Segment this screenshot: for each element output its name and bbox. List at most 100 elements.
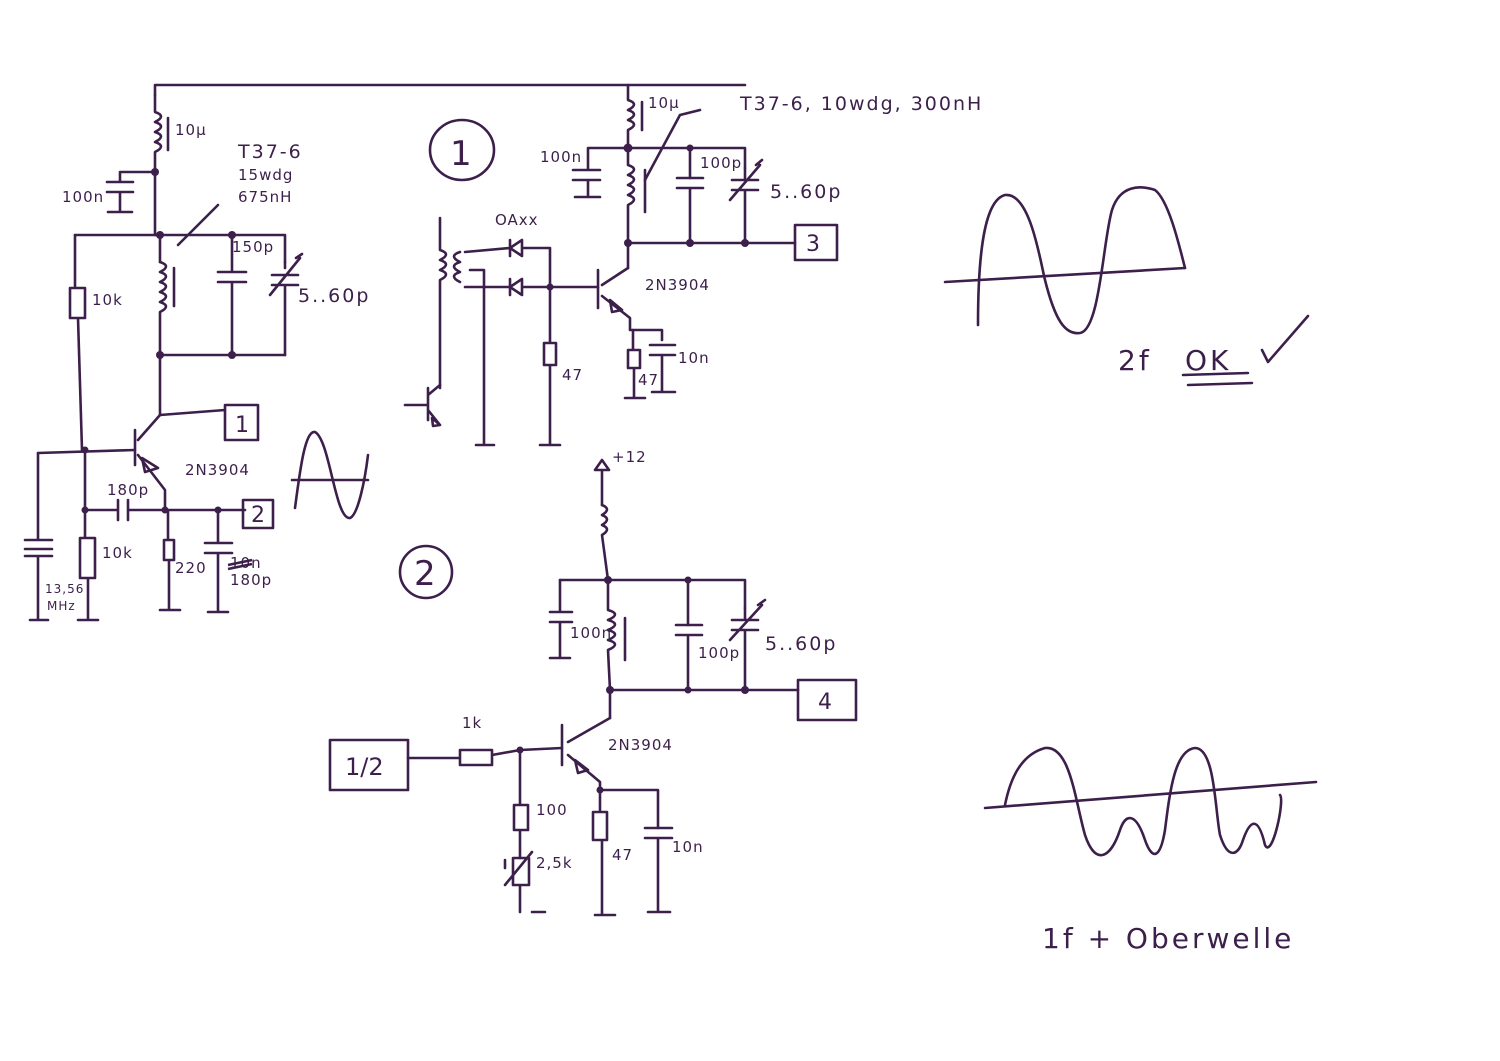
stage3-emitter-res	[591, 788, 617, 917]
out2-box	[241, 498, 275, 530]
stage1-bias-res	[68, 233, 87, 452]
stage3-pot	[503, 850, 547, 914]
stage1-tank-bottom	[158, 353, 287, 417]
stage3-supply-arrow	[593, 458, 611, 507]
stage2-pointer	[643, 108, 702, 182]
stage1-tank-top	[73, 233, 287, 272]
stage1-emitter-res	[158, 508, 182, 612]
s2-choke-label: 10µ	[648, 94, 680, 112]
s1-fbcap-label: 180p	[107, 481, 149, 499]
s1-emcap-label: 180p	[230, 571, 272, 589]
stage2-driver-transistor	[403, 383, 442, 428]
stage2-choke	[626, 83, 636, 147]
junction-dot	[156, 351, 164, 359]
stage2-emitter-arrow	[608, 298, 624, 314]
stage3-input-wire	[406, 746, 564, 767]
junction-dot	[606, 686, 614, 694]
stage1-collector	[136, 413, 162, 442]
stage1-crystal	[23, 451, 54, 622]
stage2-tank-top	[626, 146, 747, 180]
junction-dot	[684, 686, 692, 694]
stage1-bypass-cap	[105, 170, 157, 214]
out1-box	[223, 403, 260, 442]
out3-label: 3	[806, 232, 820, 257]
s2-trim-label: 5..60p	[770, 181, 842, 203]
s2-diode-label: OAxx	[495, 211, 539, 229]
stage2-input-coil-secondary	[452, 250, 462, 284]
s3-seriesres-label: 1k	[462, 714, 482, 732]
out4-box	[796, 678, 858, 722]
junction-dot	[604, 576, 612, 584]
s1-ind-line3: 675nH	[238, 188, 292, 206]
stage2-tank-cap	[675, 176, 705, 245]
out1-label: 1	[235, 413, 249, 438]
stage1-tank-cap	[216, 270, 248, 357]
s2-cap-label: 100p	[700, 154, 742, 172]
stage3-trim-cap	[728, 598, 767, 692]
s3-transistor-label: 2N3904	[608, 736, 673, 754]
stage1-trim-cap	[268, 252, 304, 357]
stage1-emitter	[136, 453, 167, 512]
supply-rail	[153, 83, 747, 97]
wave-top-check	[1260, 314, 1310, 364]
s1-transistor-label: 2N3904	[185, 461, 250, 479]
stage1-emitter-cap	[203, 508, 234, 614]
junction-dot	[623, 143, 633, 153]
s3-supply-label: +12	[612, 448, 647, 466]
s1-bias-label: 10k	[92, 291, 123, 309]
wave-bottom-axis	[983, 780, 1318, 810]
s1-xtal-line1: 13,56	[45, 582, 84, 596]
wave-bottom-caption: 1f + Oberwelle	[1042, 922, 1294, 955]
stage2-emitter-res	[623, 328, 647, 400]
junction-dot	[686, 144, 694, 152]
s1-bypass-label: 100n	[62, 188, 104, 206]
wave-top-axis	[943, 266, 1187, 284]
stage3-tank-cap	[674, 623, 704, 692]
junction-dot	[546, 283, 554, 291]
junction-dot	[684, 576, 692, 584]
junction-dot	[81, 446, 89, 454]
wave-top-caption-2f: 2f	[1118, 344, 1152, 377]
junction-dot	[214, 506, 222, 514]
stage2-diode-top	[463, 238, 552, 289]
stage3-tank-bottom	[608, 688, 800, 720]
junction-dot	[228, 351, 236, 359]
stage2-bypass-cap	[571, 146, 630, 199]
wave-top-curve	[976, 186, 1187, 335]
stage3-tank-top	[558, 578, 747, 627]
stage2-trim-cap	[728, 158, 764, 245]
stage1-out1-wire	[158, 408, 227, 417]
stage2-circle-label: 1	[450, 134, 472, 174]
s1-emres-label: 220	[175, 559, 207, 577]
stage3-emitter-arrow	[573, 758, 590, 775]
stage2-diode-bottom	[463, 277, 600, 297]
stage1-vcc-wire	[153, 173, 162, 264]
s3-cap-label: 100p	[698, 644, 740, 662]
s2-bypass-label: 100n	[540, 148, 582, 166]
junction-dot	[228, 231, 236, 239]
stage2-collector	[600, 266, 630, 287]
s2-transistor-label: 2N3904	[645, 276, 710, 294]
s1-strike	[227, 558, 253, 571]
out3-box	[793, 223, 839, 262]
s1-cap-label: 150p	[232, 238, 274, 256]
stage2-tank-bottom	[626, 241, 797, 270]
junction-dot	[596, 786, 604, 794]
stage2-coil	[626, 146, 636, 247]
junction-dot	[624, 239, 632, 247]
s1-trim-label: 5..60p	[298, 285, 370, 307]
stage3-bias-res	[512, 748, 530, 860]
s2-emcap-label: 10n	[678, 349, 710, 367]
stage1-choke	[153, 93, 163, 177]
input-12-box	[328, 738, 410, 792]
junction-dot	[151, 168, 159, 176]
junction-dot	[156, 231, 164, 239]
stage3-emitter-cap	[643, 826, 674, 914]
s2-ind-label: T37-6, 10wdg, 300nH	[739, 93, 983, 115]
s3-bypass-label: 100n	[570, 624, 612, 642]
junction-dot	[516, 746, 524, 754]
stage2-emitter-cap	[648, 343, 677, 394]
stage1-tank-coil	[158, 260, 168, 357]
s1-ind-line1: T37-6	[237, 141, 303, 163]
